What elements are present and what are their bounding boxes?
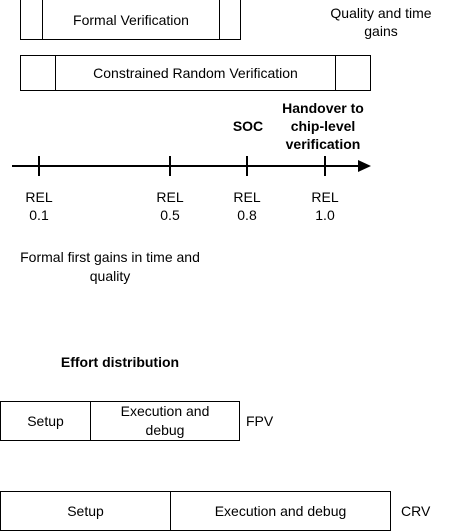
formal-verification-bar: Formal Verification	[20, 0, 241, 40]
constrained-random-label: Constrained Random Verification	[56, 56, 336, 90]
crv-label: CRV	[401, 503, 431, 519]
fpv-bar: Setup Execution and debug	[0, 401, 240, 441]
soc-label: SOC	[232, 118, 264, 134]
milestone-label-3: REL 1.0	[305, 188, 345, 224]
crv-left-segment	[21, 56, 56, 90]
fpv-label: FPV	[246, 413, 274, 429]
formal-left-segment	[21, 0, 43, 39]
constrained-random-bar: Constrained Random Verification	[20, 55, 371, 91]
milestone-label-0: REL 0.1	[19, 188, 59, 224]
handover-label: Handover to chip-level verification	[282, 100, 364, 152]
crv-setup-segment: Setup	[1, 492, 171, 530]
formal-verification-label: Formal Verification	[43, 0, 220, 40]
milestone-rel-1: REL	[156, 189, 184, 205]
formal-first-note: Formal first gains in time and quality	[20, 249, 200, 284]
quality-gains-note: Quality and time gains	[330, 5, 432, 39]
milestone-label-2: REL 0.8	[227, 188, 267, 224]
fpv-setup-segment: Setup	[1, 402, 91, 440]
crv-execution-segment: Execution and debug	[214, 503, 347, 519]
milestone-rel-0: REL	[25, 189, 53, 205]
fpv-execution-segment: Execution and debug	[120, 403, 210, 438]
milestone-value-3: 1.0	[315, 207, 335, 223]
effort-distribution-title: Effort distribution	[60, 354, 180, 370]
milestone-rel-3: REL	[311, 189, 339, 205]
milestone-label-1: REL 0.5	[150, 188, 190, 224]
milestone-value-2: 0.8	[237, 207, 257, 223]
milestone-rel-2: REL	[233, 189, 261, 205]
timeline-arrowhead	[358, 160, 371, 172]
crv-bar: Setup Execution and debug	[0, 491, 391, 531]
milestone-value-1: 0.5	[160, 207, 180, 223]
milestone-value-0: 0.1	[29, 207, 49, 223]
